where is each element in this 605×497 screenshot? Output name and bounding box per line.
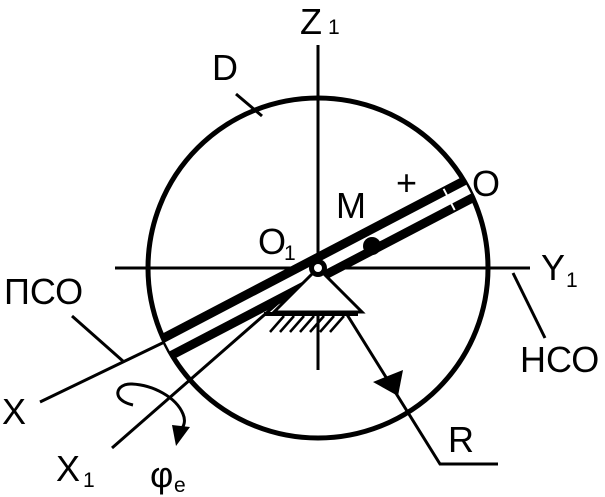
pso-label: ПСО (4, 271, 83, 312)
rotation-arrow (116, 382, 186, 432)
z-axis-sub: 1 (328, 16, 340, 39)
x1-axis-sub: 1 (83, 469, 95, 492)
leader-d (235, 92, 263, 118)
radius-label: R (448, 419, 474, 460)
center-hinge-inner (314, 264, 322, 272)
x-axis-label: X (2, 391, 26, 432)
phi-sub: e (174, 474, 186, 497)
circle-d-label: D (212, 47, 238, 88)
point-m-ball (363, 237, 381, 255)
support (264, 265, 366, 333)
x1-axis-label: X (56, 448, 80, 489)
phi-label: φ (150, 454, 173, 495)
circle-d (145, 95, 491, 441)
nso-label: НСО (520, 339, 599, 380)
rotation-arrowhead (172, 425, 190, 446)
leader-pso (71, 314, 125, 364)
radius-arrowhead (373, 370, 403, 396)
leader-r (316, 267, 498, 466)
y-axis-sub: 1 (566, 269, 578, 292)
point-o-label: O (472, 163, 500, 204)
center-sub: 1 (284, 242, 296, 265)
plus-sign: + (396, 162, 417, 203)
z-axis-label: Z (300, 1, 322, 42)
leader-nso (511, 272, 547, 339)
center-label: O (258, 221, 286, 262)
point-m-label: M (336, 185, 366, 226)
y-axis-label: Y (541, 247, 565, 288)
